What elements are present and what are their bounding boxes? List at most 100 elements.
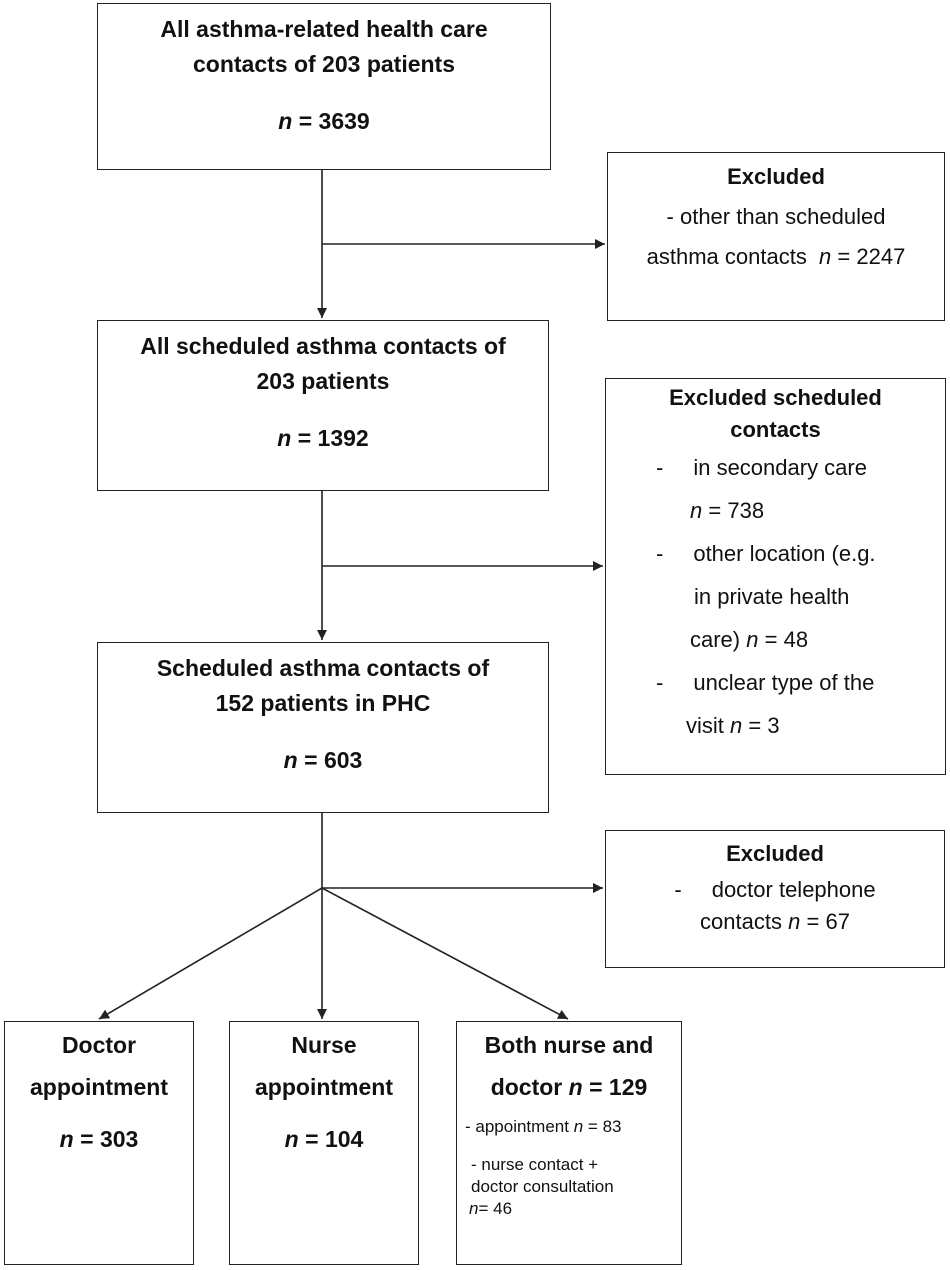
n-symbol: n: [746, 627, 759, 652]
box-all-contacts-count: 3639: [318, 108, 370, 134]
excluded-2-item2-line2: in private health: [694, 584, 850, 609]
both-line2: doctor n = 129: [457, 1066, 681, 1108]
both-sub1-text: - appointment: [465, 1117, 569, 1136]
n-symbol: n: [730, 713, 743, 738]
box-nurse-appointment: Nurse appointment n = 104: [229, 1021, 419, 1265]
box-phc-count: 603: [323, 747, 363, 773]
n-symbol: n: [819, 244, 832, 269]
box-scheduled-line1: All scheduled asthma contacts of: [140, 333, 506, 359]
eq-sign: =: [806, 909, 820, 934]
box-phc-line1: Scheduled asthma contacts of: [156, 655, 490, 681]
excluded-2-item2-count: 48: [783, 627, 809, 652]
box-all-contacts-line2: contacts of 203 patients: [192, 51, 456, 77]
eq-sign: =: [80, 1126, 94, 1152]
box-scheduled-contacts: All scheduled asthma contacts of 203 pat…: [97, 320, 549, 491]
excluded-2-item2-text: other location (e.g.: [693, 541, 876, 566]
box-scheduled-count: 1392: [317, 425, 369, 451]
nurse-count: 104: [324, 1126, 364, 1152]
box-scheduled-n: n = 1392: [98, 421, 548, 456]
eq-sign: =: [298, 108, 313, 134]
both-sub1: - appointment n = 83: [457, 1116, 681, 1138]
box-phc-n: n = 603: [98, 743, 548, 778]
eq-sign: =: [478, 1199, 489, 1218]
excluded-1-line2: asthma contacts n = 2247: [608, 237, 944, 277]
box-phc-line2: 152 patients in PHC: [215, 690, 431, 716]
eq-sign: =: [708, 498, 722, 523]
both-sub2-line2: doctor consultation: [471, 1177, 614, 1196]
both-sub2-n: n= 46: [457, 1198, 681, 1220]
excluded-2-title-line2: contacts: [730, 417, 821, 442]
excluded-3-title: Excluded: [726, 841, 824, 866]
arrow-to-doctor: [98, 887, 323, 1020]
excluded-2-title-line1: Excluded scheduled: [669, 385, 882, 410]
excluded-2-item1-text: in secondary care: [693, 455, 867, 480]
box-excluded-3: Excluded - doctor telephone contacts n = …: [605, 830, 945, 968]
excluded-2-item1: - in secondary care: [656, 446, 945, 489]
both-sub2-line1: - nurse contact +: [471, 1155, 599, 1174]
excluded-3-line1: - doctor telephone: [606, 874, 944, 906]
n-symbol: n: [278, 108, 293, 134]
nurse-n: n = 104: [230, 1118, 418, 1160]
n-symbol: n: [469, 1199, 479, 1218]
dash: -: [656, 670, 664, 695]
doctor-n: n = 303: [5, 1118, 193, 1160]
doctor-count: 303: [99, 1126, 139, 1152]
n-symbol: n: [690, 498, 703, 523]
arrow-to-both: [321, 887, 569, 1020]
excluded-1-line1: - other than scheduled: [666, 204, 886, 229]
excluded-2-item3: - unclear type of the: [656, 661, 945, 704]
excluded-2-item2: - other location (e.g.: [656, 532, 945, 575]
box-all-contacts-n: n = 3639: [98, 104, 550, 139]
both-sub2-count: 46: [493, 1199, 513, 1218]
doctor-line1: Doctor: [61, 1032, 137, 1058]
n-symbol: n: [277, 425, 292, 451]
eq-sign: =: [748, 713, 762, 738]
excluded-2-item3-line2: visit n = 3: [656, 704, 945, 747]
excluded-3-count: 67: [825, 909, 850, 934]
excluded-1-count: 2247: [856, 244, 906, 269]
dash: -: [656, 541, 664, 566]
box-all-contacts-line1: All asthma-related health care: [160, 16, 488, 42]
box-excluded-1: Excluded - other than scheduled asthma c…: [607, 152, 945, 321]
box-both-nurse-doctor: Both nurse and doctor n = 129 - appointm…: [456, 1021, 682, 1265]
excluded-3-line2: contacts n = 67: [606, 906, 944, 938]
excluded-2-item3-text: unclear type of the: [693, 670, 875, 695]
nurse-line2: appointment: [255, 1074, 393, 1100]
excluded-1-line2-text: asthma contacts: [646, 244, 807, 269]
n-symbol: n: [59, 1126, 74, 1152]
n-symbol: n: [568, 1074, 583, 1100]
n-symbol: n: [284, 1126, 299, 1152]
eq-sign: =: [837, 244, 851, 269]
box-doctor-appointment: Doctor appointment n = 303: [4, 1021, 194, 1265]
box-scheduled-line2: 203 patients: [256, 368, 390, 394]
both-count: 129: [608, 1074, 648, 1100]
n-symbol: n: [788, 909, 801, 934]
n-symbol: n: [283, 747, 298, 773]
eq-sign: =: [589, 1074, 603, 1100]
excluded-2-item1-count: 738: [727, 498, 765, 523]
doctor-line2: appointment: [30, 1074, 168, 1100]
box-excluded-scheduled: Excluded scheduled contacts - in secondar…: [605, 378, 946, 775]
both-line2-text: doctor: [490, 1074, 563, 1100]
both-sub1-count: 83: [602, 1117, 622, 1136]
n-symbol: n: [573, 1117, 584, 1136]
excluded-3-line2-text: contacts: [700, 909, 782, 934]
nurse-line1: Nurse: [291, 1032, 357, 1058]
box-all-contacts: All asthma-related health care contacts …: [97, 3, 551, 170]
eq-sign: =: [587, 1117, 598, 1136]
excluded-2-item2-line3: care) n = 48: [656, 618, 945, 661]
eq-sign: =: [305, 1126, 319, 1152]
both-line1: Both nurse and: [484, 1032, 654, 1058]
eq-sign: =: [304, 747, 318, 773]
excluded-2-item3-count: 3: [767, 713, 780, 738]
eq-sign: =: [297, 425, 312, 451]
dash: -: [656, 455, 664, 480]
eq-sign: =: [764, 627, 778, 652]
excluded-3-line1-text: doctor telephone: [711, 877, 876, 902]
box-phc-contacts: Scheduled asthma contacts of 152 patient…: [97, 642, 549, 813]
dash: -: [674, 877, 682, 902]
excluded-2-item2-line3-text: care): [690, 627, 741, 652]
excluded-1-title: Excluded: [727, 164, 825, 189]
excluded-2-item1-n: n = 738: [656, 489, 945, 532]
